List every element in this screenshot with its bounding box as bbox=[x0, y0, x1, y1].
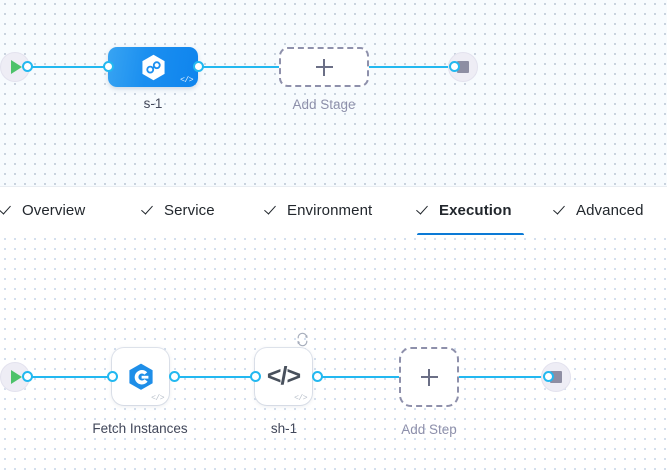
check-icon bbox=[265, 204, 278, 217]
code-brackets-icon: </> bbox=[266, 361, 301, 390]
harness-hexagon-icon bbox=[141, 54, 165, 80]
stages-end-marker[interactable] bbox=[448, 52, 478, 82]
step-node-label-fetch-instances: Fetch Instances bbox=[92, 421, 188, 436]
add-step-button[interactable] bbox=[399, 347, 459, 407]
plus-icon bbox=[315, 58, 333, 76]
code-icon: </> bbox=[180, 76, 193, 85]
steps-canvas[interactable]: </> Fetch Instances </> </> sh-1 Add Ste bbox=[0, 235, 667, 475]
harness-e-hexagon-icon bbox=[128, 363, 153, 390]
play-icon bbox=[11, 370, 22, 384]
tab-overview[interactable]: Overview bbox=[0, 187, 85, 236]
tab-environment[interactable]: Environment bbox=[265, 187, 372, 236]
port-steps-start-out[interactable] bbox=[22, 371, 33, 382]
add-step-label: Add Step bbox=[401, 422, 457, 437]
play-icon bbox=[11, 60, 22, 74]
edge-add-step-to-end bbox=[458, 376, 550, 378]
tab-advanced[interactable]: Advanced bbox=[554, 187, 644, 236]
port-sh1-out[interactable] bbox=[312, 371, 323, 382]
edge-fetch-to-sh1 bbox=[172, 376, 257, 378]
add-stage-label: Add Stage bbox=[292, 97, 356, 112]
tab-execution[interactable]: Execution bbox=[417, 187, 524, 236]
step-node-label-sh1: sh-1 bbox=[270, 421, 298, 436]
step-node-fetch-instances[interactable]: </> bbox=[112, 348, 169, 405]
edge-start-to-s1 bbox=[20, 66, 120, 68]
check-icon bbox=[142, 204, 155, 217]
edge-s1-to-add-stage bbox=[195, 66, 285, 68]
add-stage-button[interactable] bbox=[279, 47, 369, 87]
stage-node-s1[interactable]: </> bbox=[108, 47, 198, 87]
port-sh1-in[interactable] bbox=[250, 371, 261, 382]
port-end-in[interactable] bbox=[449, 61, 460, 72]
edge-sh1-to-add-step bbox=[314, 376, 404, 378]
stage-node-label-s1: s-1 bbox=[143, 96, 163, 111]
check-icon bbox=[417, 204, 430, 217]
tab-active-underline bbox=[417, 233, 524, 236]
check-icon bbox=[554, 204, 567, 217]
stages-canvas[interactable]: </> s-1 Add Stage bbox=[0, 0, 667, 186]
code-icon: </> bbox=[294, 394, 307, 403]
stages-start-marker[interactable] bbox=[0, 52, 30, 82]
port-fetch-in[interactable] bbox=[107, 371, 118, 382]
port-fetch-out[interactable] bbox=[169, 371, 180, 382]
plus-icon bbox=[420, 368, 438, 386]
step-node-sh1[interactable]: </> </> bbox=[255, 332, 312, 405]
repeat-loop-icon bbox=[297, 332, 308, 347]
port-start-out[interactable] bbox=[22, 61, 33, 72]
port-s1-out[interactable] bbox=[193, 61, 204, 72]
port-steps-end-in[interactable] bbox=[543, 371, 554, 382]
check-icon bbox=[0, 204, 13, 217]
tab-service[interactable]: Service bbox=[142, 187, 215, 236]
stage-config-tabbar: Overview Service Environment Execution A… bbox=[0, 186, 667, 236]
port-s1-in[interactable] bbox=[103, 61, 114, 72]
stop-icon bbox=[457, 61, 469, 73]
edge-add-stage-to-end bbox=[367, 66, 457, 68]
code-icon: </> bbox=[151, 394, 164, 403]
edge-start-to-fetch bbox=[20, 376, 115, 378]
steps-end-marker[interactable] bbox=[541, 362, 571, 392]
